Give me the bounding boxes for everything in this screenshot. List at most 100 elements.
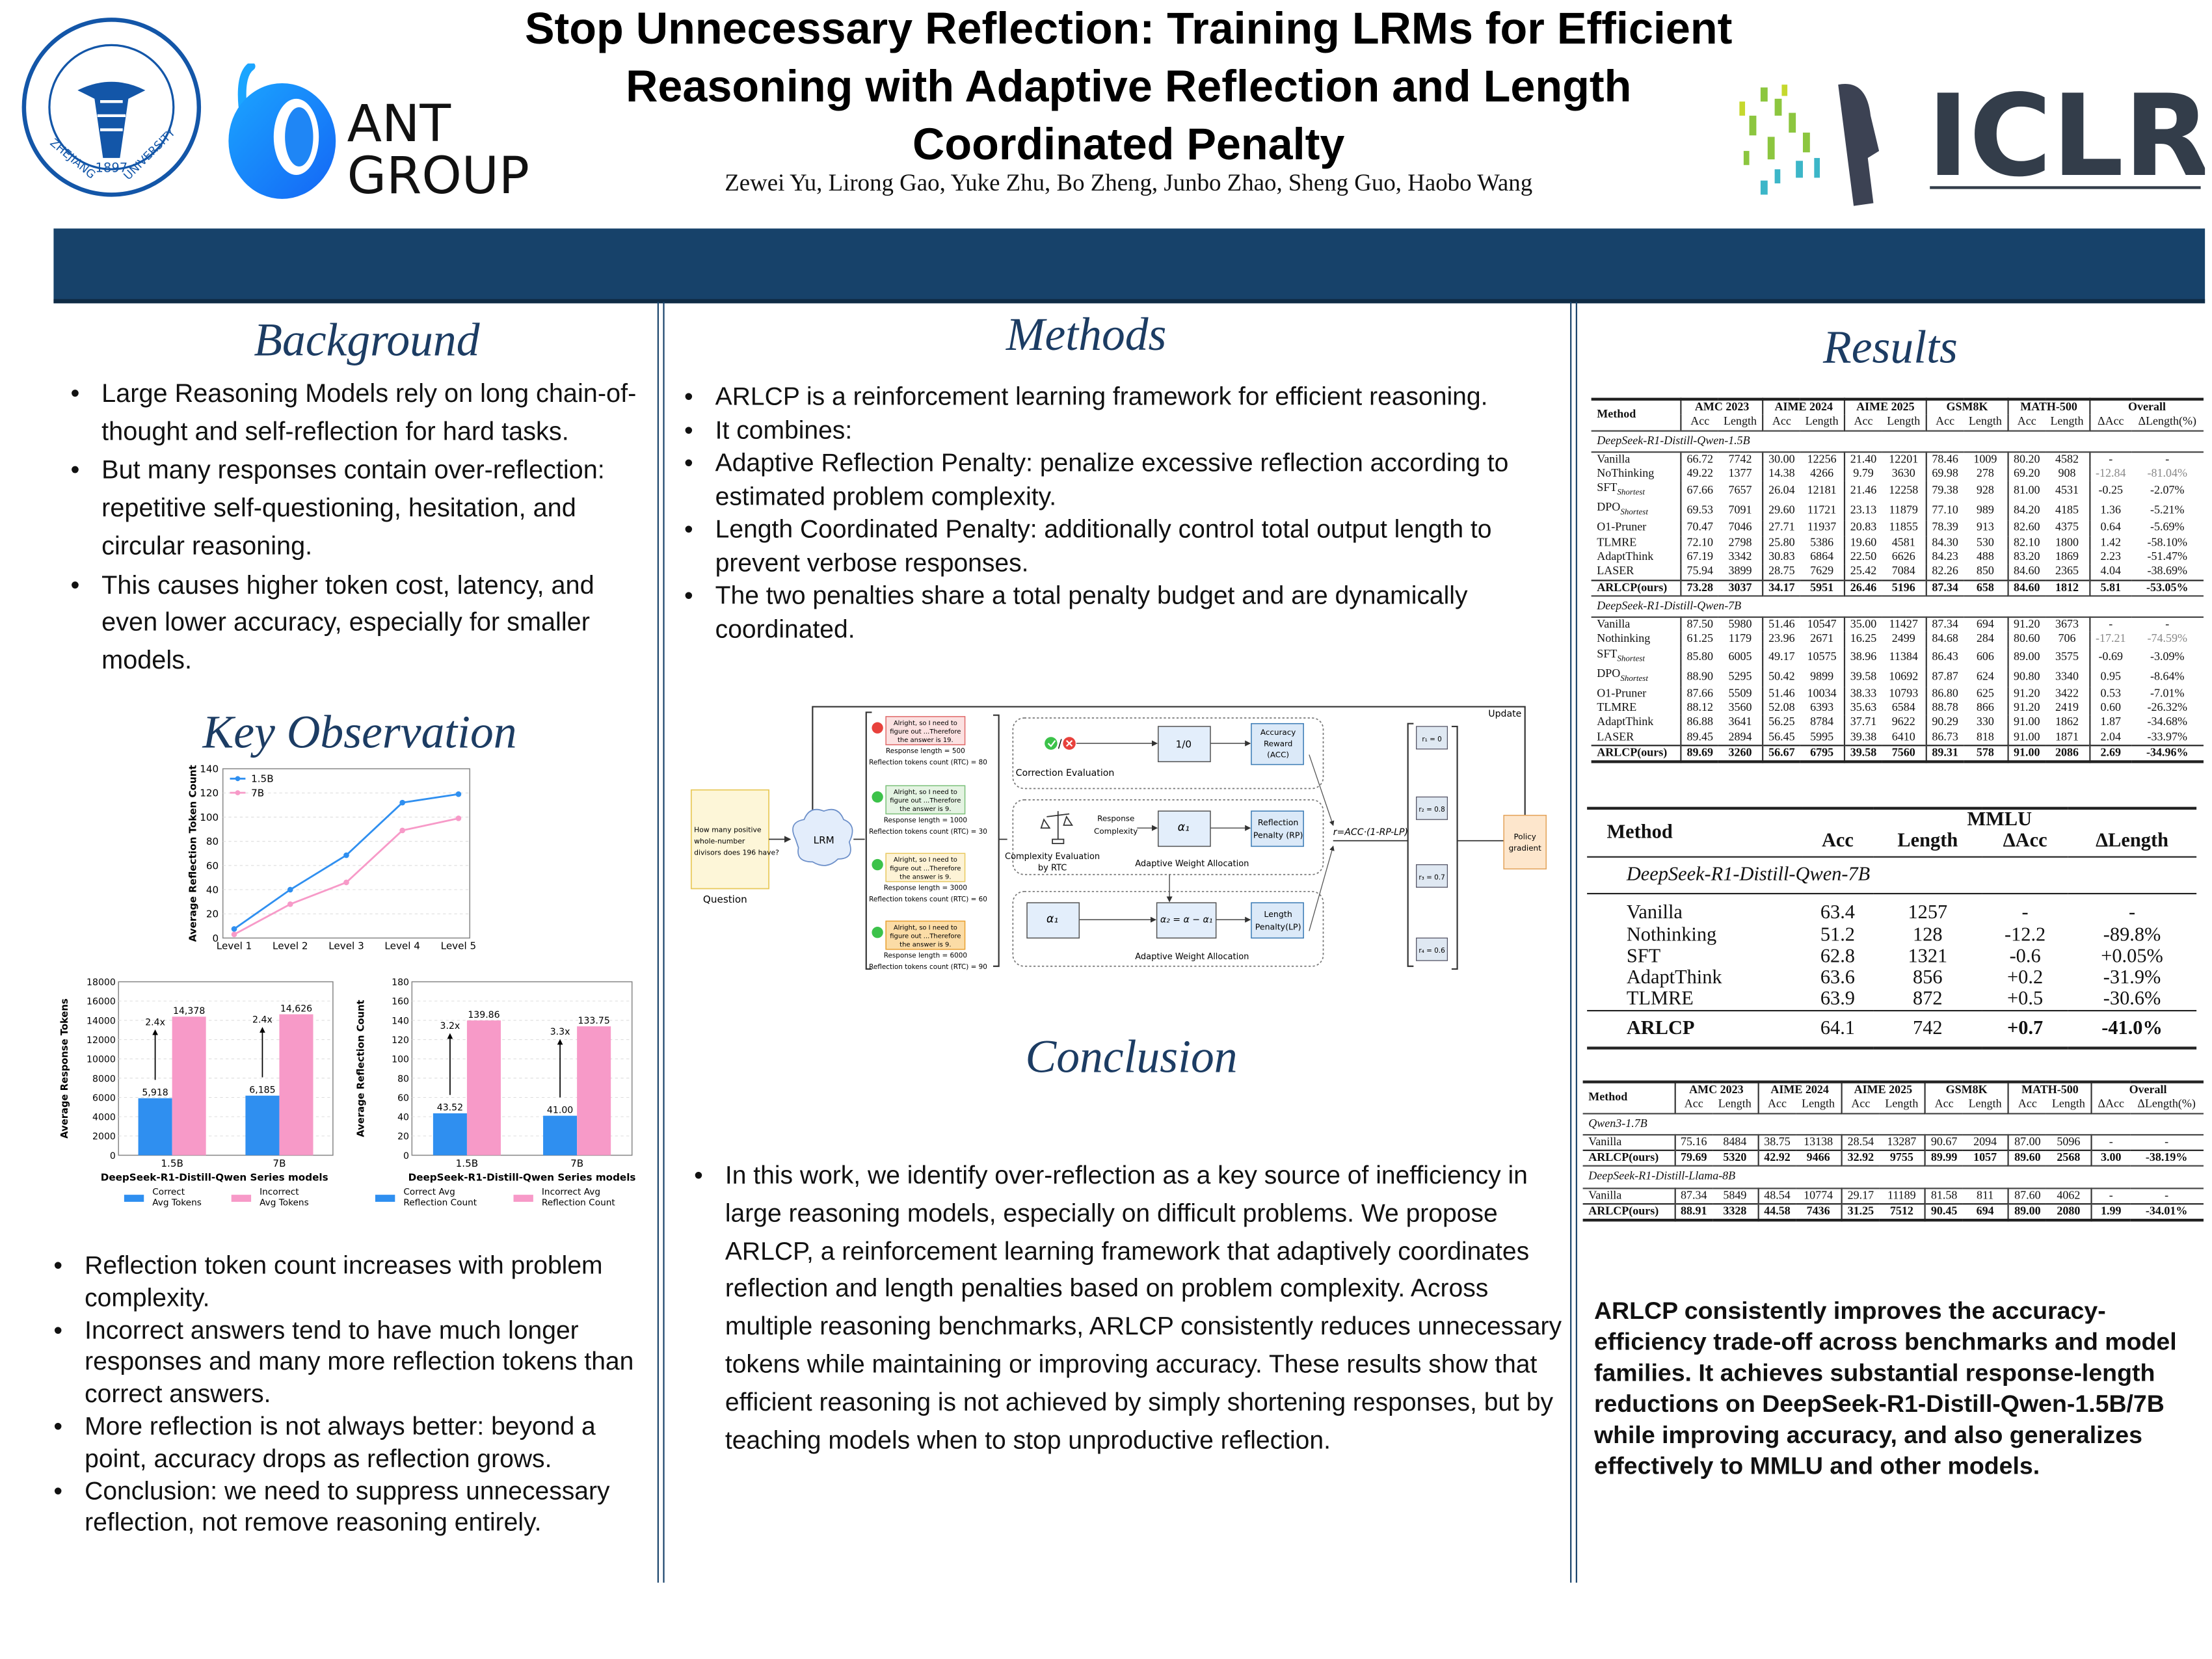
background-bullets: Large Reasoning Models rely on long chai… bbox=[57, 375, 656, 681]
table-cell: 872 bbox=[1913, 988, 1943, 1009]
table-cell: 25.80 bbox=[1762, 535, 1800, 550]
svg-text:Response length = 500: Response length = 500 bbox=[886, 747, 965, 755]
conclusion-heading: Conclusion bbox=[1025, 1032, 1238, 1083]
table-cell: 10547 bbox=[1807, 618, 1837, 631]
table-cell: 850 bbox=[1976, 564, 1994, 577]
table-cell: -17.21 bbox=[2088, 632, 2131, 648]
svg-text:LRM: LRM bbox=[814, 834, 834, 846]
table-cell: 9.79 bbox=[1843, 467, 1882, 482]
table-cell: 5980 bbox=[1728, 618, 1752, 631]
table-cell: 7629 bbox=[1810, 564, 1834, 577]
table-cell: 63.6 bbox=[1820, 966, 1855, 989]
table-cell: 35.00 bbox=[1843, 617, 1882, 633]
table-cell: 1812 bbox=[2045, 579, 2090, 596]
table-cell: 75.94 bbox=[1680, 564, 1718, 580]
y-tick-label: 40 bbox=[397, 1113, 409, 1123]
table-cell: 908 bbox=[2058, 467, 2076, 480]
title-line: Stop Unnecessary Reflection: Training LR… bbox=[524, 3, 1733, 54]
table-cell: 38.96 bbox=[1843, 647, 1882, 667]
table-cell: 69.53 bbox=[1680, 501, 1718, 522]
question-label: Question bbox=[703, 894, 747, 905]
table-cell: 61.25 bbox=[1680, 632, 1718, 648]
svg-text:α₂ = α − α₁: α₂ = α − α₁ bbox=[1160, 915, 1213, 925]
table-cell: 73.28 bbox=[1680, 579, 1718, 596]
table-cell: 3575 bbox=[2055, 650, 2079, 663]
bar bbox=[138, 1098, 172, 1156]
table-cell: 2499 bbox=[1891, 632, 1915, 646]
table-cell: 49.22 bbox=[1680, 467, 1718, 482]
data-point bbox=[231, 926, 237, 932]
table-cell: 12201 bbox=[1889, 453, 1919, 466]
table-cell: AdaptThink bbox=[1597, 550, 1654, 563]
table-cell: 30.00 bbox=[1762, 451, 1800, 468]
table-cell: 77.10 bbox=[1925, 501, 1964, 522]
table-cell: 25.42 bbox=[1843, 564, 1882, 580]
table-cell: -26.32% bbox=[2147, 700, 2188, 714]
y-tick-label: 120 bbox=[392, 1035, 409, 1046]
table-cell: 10774 bbox=[1804, 1188, 1833, 1202]
table-cell: 38.75 bbox=[1757, 1134, 1796, 1151]
table-cell: 69.98 bbox=[1925, 467, 1964, 482]
table-cell: 44.58 bbox=[1757, 1203, 1796, 1221]
table-cell: 3630 bbox=[1891, 467, 1915, 480]
bar bbox=[279, 1014, 313, 1156]
column-subheader: Length bbox=[1802, 1098, 1835, 1111]
y-tick-label: 2000 bbox=[92, 1132, 116, 1142]
table-cell: 10793 bbox=[1889, 686, 1919, 700]
table-cell: -53.05% bbox=[2131, 579, 2204, 596]
y-tick-label: 80 bbox=[397, 1074, 409, 1084]
reward-box bbox=[1416, 864, 1448, 888]
reward-box bbox=[1416, 937, 1448, 961]
table-cell: 50.42 bbox=[1762, 667, 1800, 687]
table-cell: - bbox=[2088, 617, 2131, 633]
table-cell: ARLCP(ours) bbox=[1582, 1150, 1675, 1167]
results-summary: ARLCP consistently improves the accuracy… bbox=[1593, 1296, 2177, 1480]
bar bbox=[577, 1026, 611, 1156]
svg-text:Adaptive Weight Allocation: Adaptive Weight Allocation bbox=[1135, 859, 1249, 869]
y-tick-label: 10000 bbox=[87, 1055, 116, 1065]
column-header: AMC 2023 bbox=[1680, 399, 1763, 416]
table-cell: 9899 bbox=[1810, 669, 1834, 682]
column-subheader: Acc bbox=[1673, 1098, 1712, 1113]
table-cell: 11384 bbox=[1889, 650, 1918, 663]
data-point bbox=[231, 931, 237, 938]
table-cell: 4531 bbox=[2055, 484, 2079, 498]
column-subheader: ΔAcc bbox=[2088, 415, 2131, 431]
y-tick-label: 14000 bbox=[87, 1016, 116, 1026]
table-cell: 13138 bbox=[1804, 1135, 1833, 1148]
table-cell: 811 bbox=[1976, 1188, 1994, 1202]
table-cell: 12258 bbox=[1889, 484, 1919, 498]
legend-label: 1.5B bbox=[251, 773, 274, 785]
y-axis-title: Average Reflection Count bbox=[356, 1000, 367, 1137]
table-cell: DPOShortest bbox=[1597, 501, 1649, 518]
table-cell: 86.80 bbox=[1925, 686, 1964, 701]
table-cell: 2086 bbox=[2045, 744, 2090, 762]
table-cell: 79.69 bbox=[1673, 1150, 1712, 1167]
table-cell: 90.80 bbox=[2007, 667, 2045, 687]
table-cell: 2.23 bbox=[2088, 550, 2131, 565]
table-cell: 84.23 bbox=[1925, 550, 1964, 565]
y-tick-label: 100 bbox=[392, 1055, 409, 1065]
table-cell: 91.00 bbox=[2007, 744, 2045, 762]
table-cell: 23.96 bbox=[1762, 632, 1800, 648]
table-cell: 32.92 bbox=[1841, 1150, 1880, 1167]
cross-icon bbox=[872, 722, 883, 734]
table-cell: 79.38 bbox=[1925, 481, 1964, 501]
table-cell: 51.2 bbox=[1820, 924, 1855, 946]
table-cell: 625 bbox=[1976, 686, 1994, 700]
column-header: MMLU bbox=[1967, 810, 2032, 831]
column-header: AIME 2025 bbox=[1843, 399, 1926, 416]
table-cell: -0.69 bbox=[2088, 647, 2131, 667]
policy-gradient-box bbox=[1503, 814, 1547, 869]
table-cell: -34.01% bbox=[2129, 1203, 2204, 1221]
table-cell: 578 bbox=[1963, 744, 2008, 762]
table-cell: 52.08 bbox=[1762, 700, 1800, 716]
table-cell: 818 bbox=[1976, 730, 1994, 743]
